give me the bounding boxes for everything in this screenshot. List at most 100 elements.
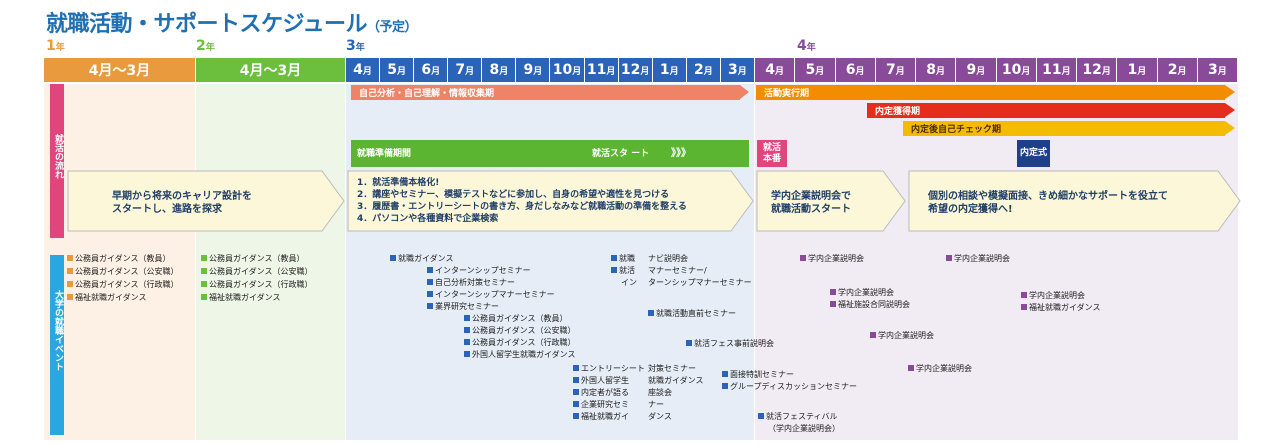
event-marker — [464, 351, 470, 357]
flow-arrow-1 — [67, 170, 345, 232]
event-nabi: 就職 — [611, 254, 635, 264]
y1-event: 公務員ガイダンス（教員） — [67, 254, 171, 264]
year-label-2: 2年 — [196, 38, 215, 54]
year2-column — [196, 84, 345, 440]
event-marker — [67, 294, 73, 300]
y2-event: 公務員ガイダンス（公安職） — [201, 267, 313, 277]
year1-column — [44, 84, 195, 440]
event-before: 就職活動直前セミナー — [648, 309, 736, 319]
y2-event: 福祉就職ガイダンス — [201, 293, 281, 303]
event-marker — [611, 255, 617, 261]
year1-header: 4月〜3月 — [44, 58, 195, 82]
title-note: （予定） — [366, 20, 418, 35]
y3-civil-event: 公務員ガイダンス（公安職） — [464, 326, 576, 336]
event-group: グループディスカッションセミナー — [722, 382, 857, 392]
event-marker — [722, 371, 728, 377]
event-intern-manner: インターンシップマナーセミナー — [427, 290, 555, 300]
event-nabi-cont: マナーセミナー/ — [648, 266, 707, 275]
flow-arrow-2-text: 1．就活準備本格化!2．講座やセミナー、模擬テストなどに参加し、自身の希望や適性… — [357, 178, 687, 224]
y2-event: 公務員ガイダンス（教員） — [201, 254, 305, 264]
event-marker — [648, 310, 654, 316]
page-title: 就職活動・サポートスケジュール（予定） — [46, 12, 418, 37]
band-self-analysis-tip — [740, 85, 749, 99]
event-interview: 面接特訓セミナー — [722, 370, 794, 380]
event-marker — [611, 267, 617, 273]
event-marker — [686, 340, 692, 346]
event-gakunai: 学内企業説明会 — [800, 254, 864, 264]
event-fukushi: 福祉就職ガイダンス — [1021, 303, 1101, 313]
band-prep-label: 就職準備期間 — [357, 149, 412, 159]
year-label-4: 4年 — [797, 38, 816, 54]
band-self-check-tip — [1225, 121, 1235, 135]
event-marker — [201, 294, 207, 300]
event-fes-pre: 就活フェス事前説明会 — [686, 339, 774, 349]
event-marker — [870, 332, 876, 338]
event-marker — [464, 327, 470, 333]
sidebar-events — [50, 255, 64, 435]
honban-box: 就活本番 — [757, 140, 787, 167]
event-marker — [427, 267, 433, 273]
y3-nov-event-cont: ダンス — [648, 412, 672, 421]
y3-nov-event-cont: 座談会 — [648, 388, 672, 397]
event-gakunai: 学内企業説明会 — [908, 364, 972, 374]
y3-civil-event: 公務員ガイダンス（教員） — [464, 314, 568, 324]
band-self-analysis: 自己分析・自己理解・情報収集期 — [351, 85, 740, 100]
y3-nov-event: 外国人留学生 — [573, 376, 629, 386]
event-marker — [830, 289, 836, 295]
event-gakunai: 学内企業説明会 — [946, 254, 1010, 264]
flow-arrow-4-text: 個別の相談や模擬面接、きめ細かなサポートを役立て希望の内定獲得へ! — [928, 191, 1168, 215]
event-intern: インターンシップセミナー — [427, 266, 531, 276]
ceremony-box: 内定式 — [1017, 140, 1050, 167]
band-job-hunting-tip — [1225, 85, 1235, 99]
event-fes-sub: （学内企業説明会） — [768, 424, 840, 433]
y1-event: 福祉就職ガイダンス — [67, 293, 147, 303]
band-start-chevrons: 》》》 — [671, 148, 691, 159]
event-gakunai: 学内企業説明会 — [1021, 291, 1085, 301]
event-marker — [464, 315, 470, 321]
y1-event: 公務員ガイダンス（行政職） — [67, 280, 179, 290]
y1-event: 公務員ガイダンス（公安職） — [67, 267, 179, 277]
event-nabi-cont: ナビ説明会 — [648, 254, 688, 263]
event-marker — [573, 413, 579, 419]
event-marker — [427, 291, 433, 297]
event-industry: 業界研究セミナー — [427, 302, 499, 312]
event-marker — [573, 389, 579, 395]
event-marker — [946, 255, 952, 261]
event-marker — [201, 268, 207, 274]
event-marker — [830, 301, 836, 307]
band-job-hunting: 活動実行期 — [756, 85, 1225, 100]
event-marker — [427, 279, 433, 285]
event-marker — [1021, 304, 1027, 310]
flow-arrow-3-text: 学内企業説明会で就職活動スタート — [771, 191, 851, 215]
event-marker — [201, 255, 207, 261]
event-marker — [67, 281, 73, 287]
y3-nov-event: 企業研究セミ — [573, 400, 629, 410]
event-selfanalysis: 自己分析対策セミナー — [427, 278, 515, 288]
band-offer: 内定獲得期 — [867, 103, 1225, 118]
event-gakunai: 学内企業説明会 — [870, 331, 934, 341]
y3-nov-event: エントリーシート — [573, 364, 645, 374]
band-start-label: 就活スタ ート — [592, 149, 650, 159]
band-offer-tip — [1225, 103, 1235, 117]
event-marker — [800, 255, 806, 261]
event-nabi-cont: ターンシップマナーセミナー — [648, 278, 752, 287]
event-fukushi-goudou: 福祉施設合同説明会 — [830, 300, 910, 310]
event-marker — [390, 255, 396, 261]
